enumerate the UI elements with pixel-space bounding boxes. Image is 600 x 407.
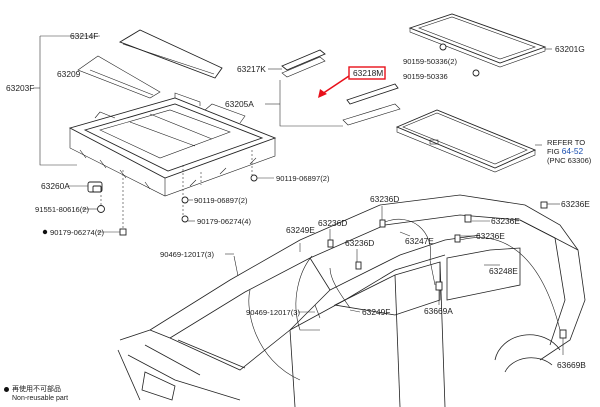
label-63214f[interactable]: 63214F: [70, 31, 98, 41]
label-63236e-b[interactable]: 63236E: [476, 231, 505, 241]
clip-63236e-b: [454, 234, 461, 243]
clip-63236d-c: [379, 219, 386, 228]
highlight-arrow-head: [318, 89, 327, 98]
label-63217k[interactable]: 63217K: [237, 64, 266, 74]
clip-63236d-b: [355, 261, 362, 270]
label-63205a[interactable]: 63205A: [225, 99, 254, 109]
label-63201g[interactable]: 63201G: [555, 44, 585, 54]
label-63236e-c[interactable]: 63236E: [561, 199, 590, 209]
label-63236e-a[interactable]: 63236E: [491, 216, 520, 226]
label-91551-80616[interactable]: 91551-80616(2): [35, 205, 90, 214]
sunshade-63306: [395, 109, 542, 173]
legend: 再使用不可部品 Non-reusable part: [4, 385, 68, 403]
drain-hose-63247e: [384, 218, 436, 286]
drain-hose-63249e: [295, 255, 320, 331]
drain-hose-63248e: [459, 237, 561, 331]
label-90469-12017-b[interactable]: 90469-12017(3): [246, 308, 301, 317]
screw-91551-80616: [97, 205, 105, 213]
screw-90159-50336-a: [439, 43, 447, 51]
label-63669b[interactable]: 63669B: [557, 360, 586, 370]
legend-row-2: Non-reusable part: [4, 394, 68, 403]
label-63236d-b[interactable]: 63236D: [345, 238, 374, 248]
bullet-icon: [4, 387, 9, 392]
screw-90469-12017-b: [314, 304, 321, 319]
plug-63669a: [435, 281, 443, 291]
bracket-63205a: [279, 104, 343, 127]
label-63248e[interactable]: 63248E: [489, 266, 518, 276]
clip-63236d-a: [327, 239, 334, 248]
legend-line2: Non-reusable part: [12, 395, 69, 402]
legend-line1: 再使用不可部品: [12, 386, 61, 393]
label-63249e[interactable]: 63249E: [286, 225, 315, 235]
drain-hose-front-left: [248, 289, 301, 381]
label-63247e[interactable]: 63247E: [405, 236, 434, 246]
label-63669a[interactable]: 63669A: [424, 306, 453, 316]
label-63203f[interactable]: 63203F: [6, 83, 34, 93]
bracket-63203f: [39, 36, 77, 166]
refer-link: 64-52: [562, 146, 584, 156]
refer-line1: REFER TO: [547, 138, 585, 147]
bolt-90179-06274: [119, 228, 127, 236]
sunroof-frame-63203f: [68, 92, 277, 197]
motor-63260a: [68, 181, 103, 193]
drain-rod-63209: [77, 55, 161, 99]
rail-63217k: [268, 49, 326, 78]
label-63209[interactable]: 63209: [57, 69, 81, 79]
label-90179-06274-b[interactable]: 90179-06274(4): [197, 217, 252, 226]
screw-90159-50336-b: [472, 69, 480, 77]
label-63218m[interactable]: 63218M: [353, 68, 383, 78]
clip-63236e-c: [540, 201, 548, 209]
wind-deflector-63214f: [118, 29, 223, 79]
label-90119-06897-a[interactable]: 90119-06897(2): [194, 196, 248, 205]
legend-row-1: 再使用不可部品: [4, 385, 68, 394]
label-90179-06274-a[interactable]: 90179-06274(2): [50, 228, 105, 237]
nut-90119-06897-b: [250, 174, 258, 182]
vehicle-body: [117, 194, 586, 407]
glass-panel-63201g: [408, 13, 552, 68]
highlight-box-63218m: [348, 66, 386, 80]
rail-63218m: [342, 83, 401, 126]
nut-90119-06897-a: [181, 196, 189, 204]
label-63260a[interactable]: 63260A: [41, 181, 70, 191]
refer-line2[interactable]: FIG 64-52: [547, 146, 584, 156]
label-90119-06897-b[interactable]: 90119-06897(2): [276, 174, 330, 183]
label-63249f[interactable]: 63249F: [362, 307, 390, 317]
screw-90469-12017-a: [233, 255, 239, 277]
clip-63236e-a: [464, 214, 472, 223]
plug-63669b: [559, 329, 567, 339]
refer-line3: (PNC 63306): [547, 156, 592, 165]
label-63236d-c[interactable]: 63236D: [370, 194, 399, 204]
label-63236d-a[interactable]: 63236D: [318, 218, 347, 228]
label-90469-12017-a[interactable]: 90469-12017(3): [160, 250, 215, 259]
label-90159-50336-a[interactable]: 90159-50336(2): [403, 57, 458, 66]
non-reusable-dot: [42, 229, 48, 235]
bolt-90179-06274-b: [181, 215, 189, 223]
highlight-arrow: [321, 75, 350, 95]
drain-hose-63249f: [329, 267, 351, 309]
label-90159-50336-b[interactable]: 90159-50336: [403, 72, 448, 81]
